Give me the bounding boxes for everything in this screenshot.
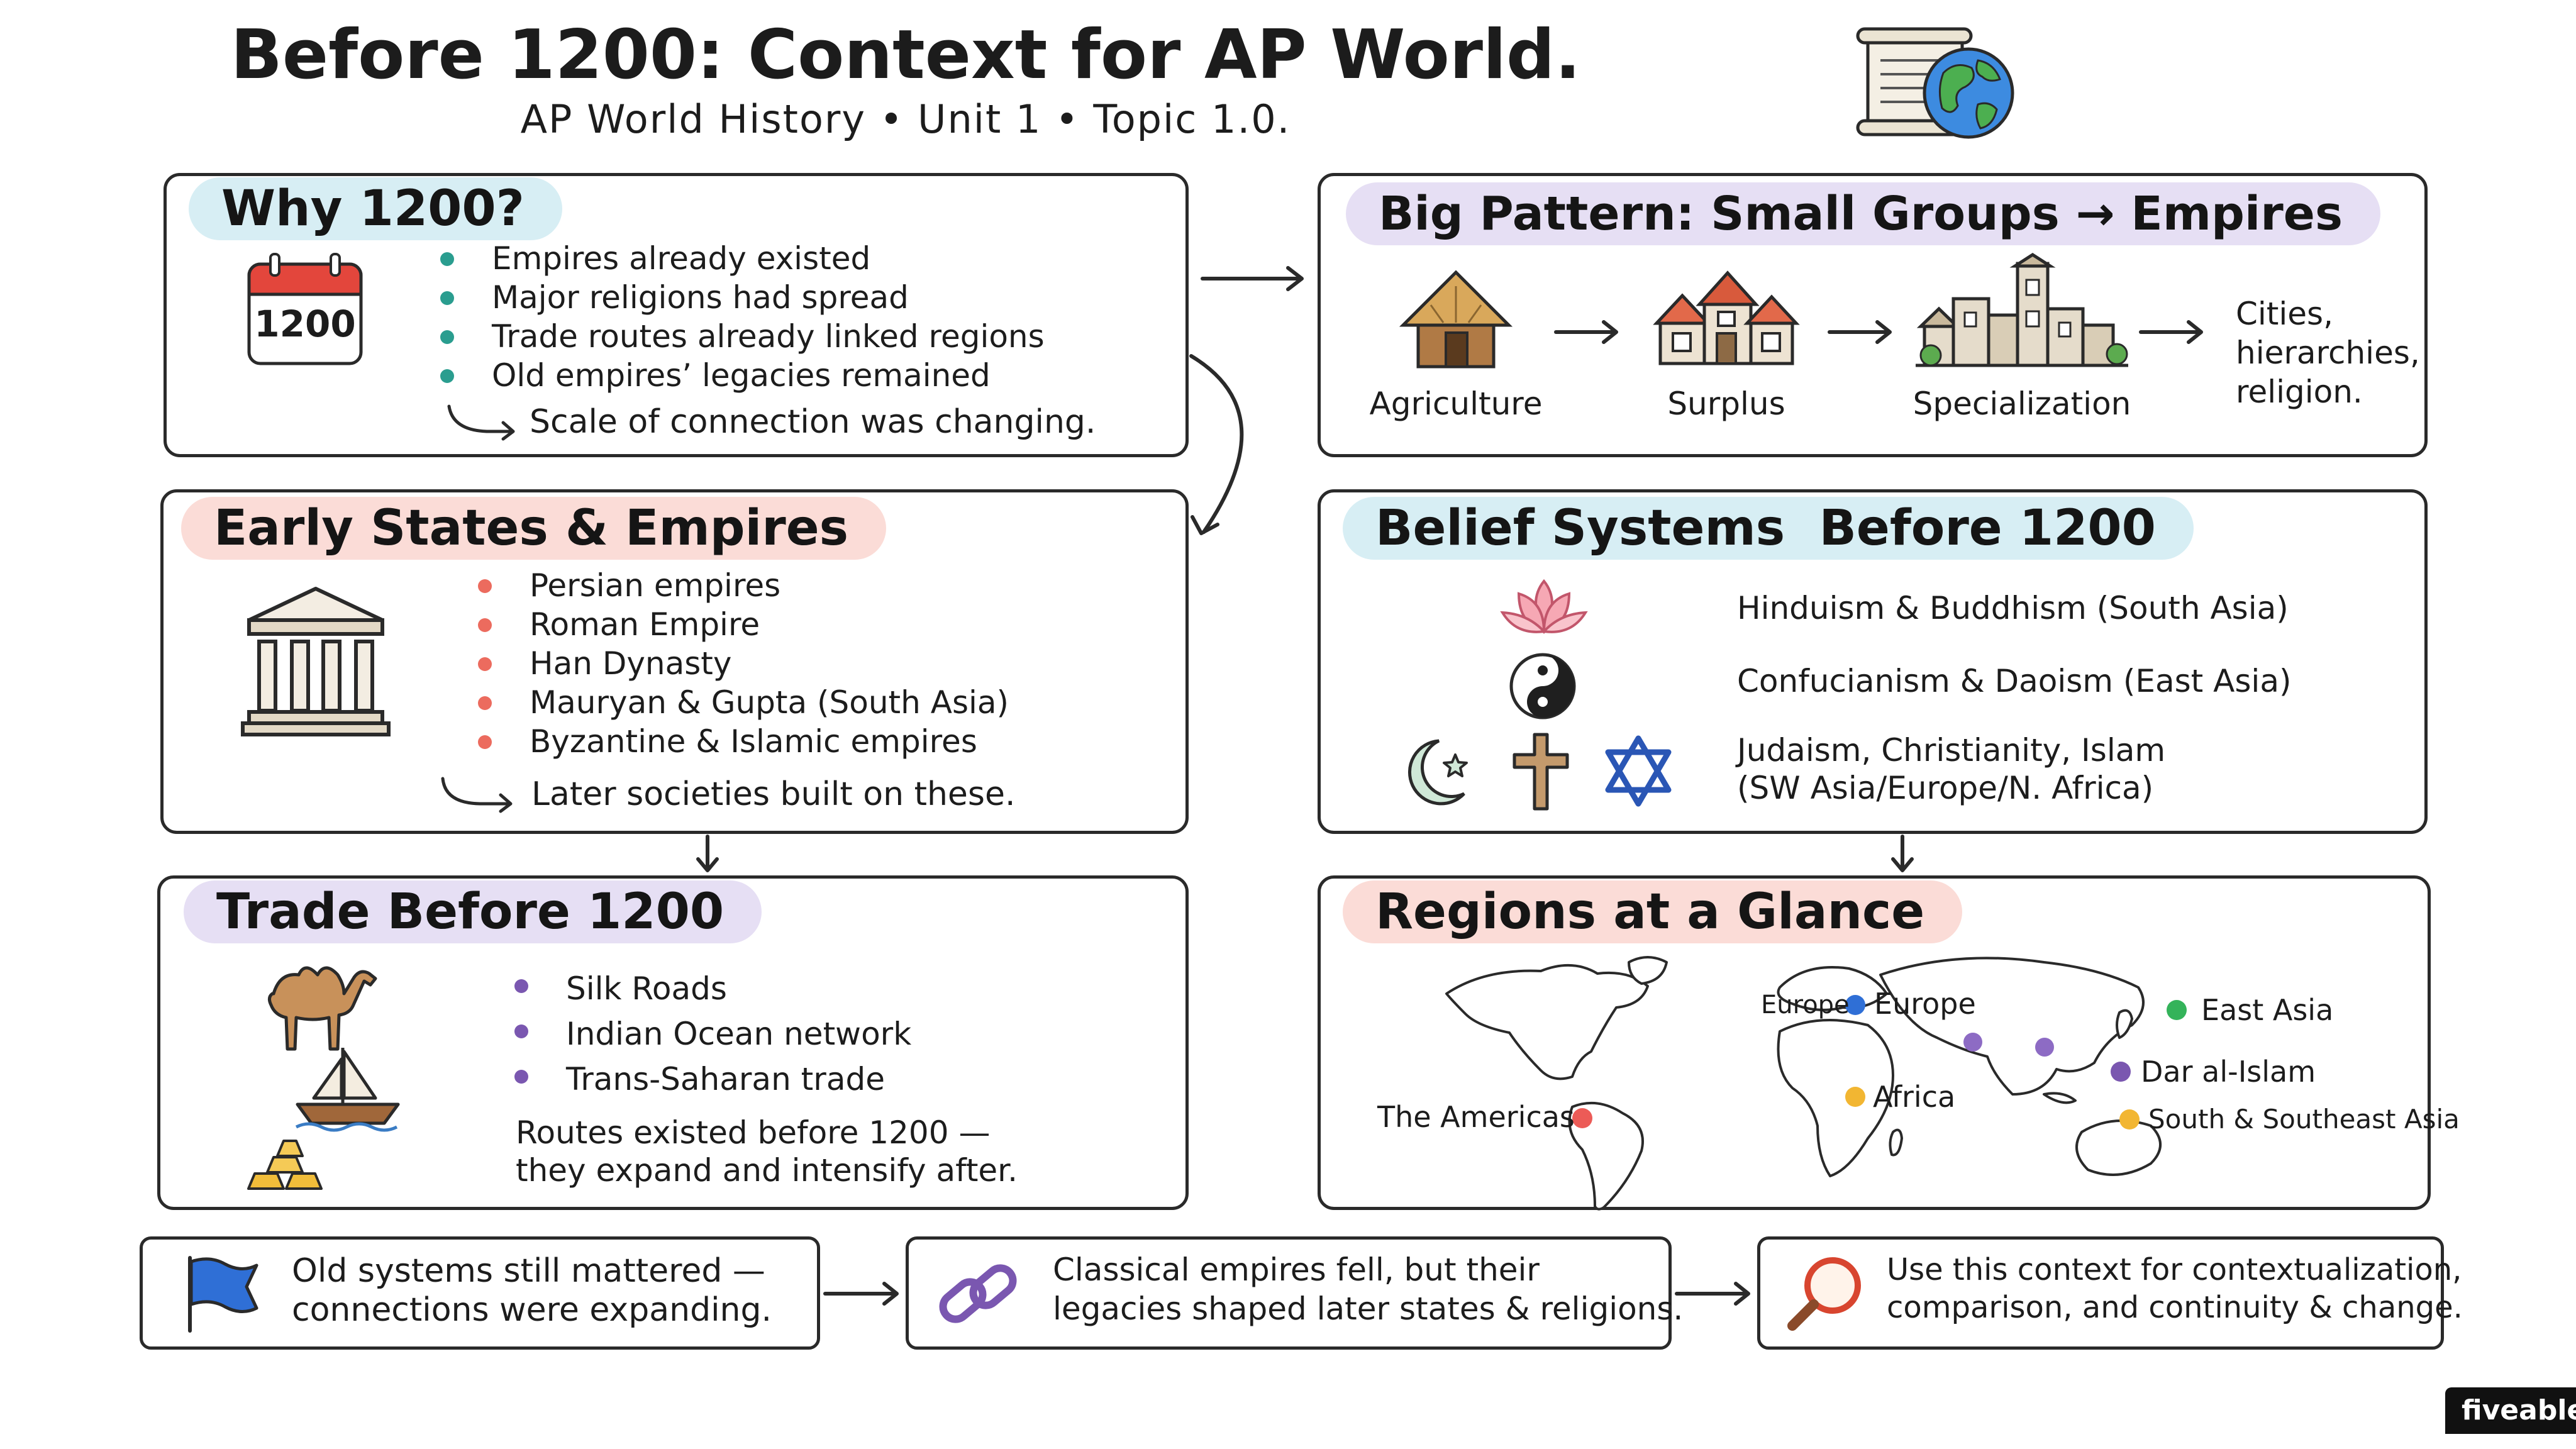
trade-note-line-1: Routes existed before 1200 — bbox=[516, 1114, 991, 1151]
list-item: Mauryan & Gupta (South Asia) bbox=[478, 683, 1009, 722]
page-title: Before 1200: Context for AP World. bbox=[230, 16, 1581, 94]
pattern-result-line-2: hierarchies, bbox=[2236, 335, 2420, 371]
footer-classical-line-1: Classical empires fell, but their bbox=[1053, 1252, 1540, 1288]
map-label-europe-a: Europe bbox=[1761, 991, 1850, 1019]
trade-note-line-2: they expand and intensify after. bbox=[516, 1152, 1018, 1189]
houses-icon bbox=[1653, 270, 1800, 365]
map-dot-mid-1 bbox=[1963, 1033, 1982, 1052]
belief-row-sw-asia: Judaism, Christianity, Islam bbox=[1737, 732, 2166, 769]
step-label-specialization: Specialization bbox=[1913, 386, 2131, 422]
footer-old-systems-line-1: Old systems still mattered — bbox=[292, 1252, 765, 1290]
list-item: Empires already existed bbox=[440, 239, 1045, 278]
chain-link-icon bbox=[939, 1264, 1017, 1323]
belief-row-south-asia: Hinduism & Buddhism (South Asia) bbox=[1737, 590, 2289, 626]
lotus-icon bbox=[1500, 579, 1588, 635]
right-arrow-icon bbox=[823, 1282, 899, 1306]
page-subtitle: AP World History • Unit 1 • Topic 1.0. bbox=[520, 96, 1291, 142]
map-dot-dar bbox=[2111, 1062, 2131, 1082]
map-dot-mid-2 bbox=[2035, 1038, 2054, 1057]
map-label-dar: Dar al-Islam bbox=[2141, 1055, 2316, 1089]
ship-icon bbox=[295, 1048, 400, 1132]
yin-yang-icon bbox=[1509, 653, 1576, 719]
footer-use-context-line-1: Use this context for contextualization, bbox=[1887, 1252, 2462, 1287]
footer-classical-line-2: legacies shaped later states & religions… bbox=[1053, 1291, 1684, 1327]
pattern-result-line-1: Cities, bbox=[2236, 296, 2334, 332]
list-item: Trans-Saharan trade bbox=[514, 1057, 911, 1102]
list-item: Roman Empire bbox=[478, 605, 1009, 644]
pattern-result-line-3: religion. bbox=[2236, 374, 2363, 410]
footer-old-systems-line-2: connections were expanding. bbox=[292, 1291, 772, 1329]
right-arrow-icon bbox=[1554, 320, 1618, 344]
map-dot-east-asia bbox=[2167, 1000, 2187, 1020]
scroll-globe-icon bbox=[1856, 27, 2014, 139]
map-label-africa: Africa bbox=[1873, 1080, 1956, 1114]
list-item: Major religions had spread bbox=[440, 278, 1045, 317]
footer-box-old-systems bbox=[140, 1236, 820, 1350]
why-1200-list: Empires already existed Major religions … bbox=[440, 239, 1045, 395]
footer-box-use-context bbox=[1757, 1236, 2444, 1350]
cross-icon bbox=[1513, 733, 1569, 811]
list-item: Han Dynasty bbox=[478, 644, 1009, 683]
crescent-star-icon bbox=[1407, 739, 1468, 806]
early-states-list: Persian empires Roman Empire Han Dynasty… bbox=[478, 566, 1009, 761]
curved-arrow-icon bbox=[447, 404, 515, 441]
map-dot-europe bbox=[1845, 995, 1865, 1015]
curved-down-arrow-icon bbox=[1189, 354, 1244, 535]
map-label-east-asia: East Asia bbox=[2201, 993, 2334, 1027]
down-arrow-icon bbox=[696, 835, 719, 872]
belief-systems-heading: Belief Systems Before 1200 bbox=[1343, 497, 2194, 560]
gold-bars-icon bbox=[247, 1140, 323, 1190]
down-arrow-icon bbox=[1891, 835, 1914, 872]
city-icon bbox=[1916, 253, 2128, 367]
belief-row-east-asia: Confucianism & Daoism (East Asia) bbox=[1737, 663, 2292, 699]
map-label-americas: The Americas bbox=[1377, 1100, 1575, 1134]
regions-heading: Regions at a Glance bbox=[1343, 880, 1963, 943]
flag-icon bbox=[188, 1256, 258, 1333]
right-arrow-icon bbox=[1201, 266, 1304, 291]
calendar-year-label: 1200 bbox=[254, 303, 356, 345]
list-item: Persian empires bbox=[478, 566, 1009, 605]
footer-use-context-line-2: comparison, and continuity & change. bbox=[1887, 1290, 2463, 1325]
trade-heading: Trade Before 1200 bbox=[184, 880, 762, 943]
calendar-icon bbox=[247, 253, 363, 365]
list-item: Old empires’ legacies remained bbox=[440, 356, 1045, 395]
star-of-david-icon bbox=[1605, 735, 1672, 807]
early-states-heading: Early States & Empires bbox=[181, 497, 887, 560]
footer-box-classical bbox=[906, 1236, 1672, 1350]
early-states-note: Later societies built on these. bbox=[531, 775, 1016, 813]
curved-arrow-icon bbox=[441, 777, 513, 813]
why-1200-heading: Why 1200? bbox=[189, 177, 562, 240]
big-pattern-heading: Big Pattern: Small Groups → Empires bbox=[1346, 182, 2381, 245]
map-label-south-asia: South & Southeast Asia bbox=[2148, 1104, 2460, 1135]
list-item: Byzantine & Islamic empires bbox=[478, 722, 1009, 761]
why-1200-note: Scale of connection was changing. bbox=[530, 403, 1096, 441]
list-item: Silk Roads bbox=[514, 966, 911, 1011]
map-dot-americas bbox=[1572, 1108, 1592, 1128]
map-dot-africa bbox=[1845, 1087, 1865, 1107]
list-item: Indian Ocean network bbox=[514, 1011, 911, 1057]
world-map bbox=[1445, 956, 2162, 1211]
step-label-surplus: Surplus bbox=[1667, 386, 1785, 422]
step-label-agriculture: Agriculture bbox=[1369, 386, 1543, 422]
list-item: Trade routes already linked regions bbox=[440, 317, 1045, 356]
camel-icon bbox=[267, 966, 377, 1051]
right-arrow-icon bbox=[1675, 1282, 1750, 1306]
belief-row-sw-asia-regions: (SW Asia/Europe/N. Africa) bbox=[1737, 770, 2154, 806]
trade-list: Silk Roads Indian Ocean network Trans-Sa… bbox=[514, 966, 911, 1102]
right-arrow-icon bbox=[2139, 320, 2203, 344]
map-dot-south-asia bbox=[2119, 1109, 2140, 1130]
right-arrow-icon bbox=[1828, 320, 1892, 344]
brand-badge: fiveable bbox=[2445, 1387, 2576, 1434]
belief-systems-card bbox=[1318, 489, 2428, 834]
magnifier-icon bbox=[1787, 1257, 1861, 1331]
temple-icon bbox=[241, 587, 391, 736]
map-label-europe-b: Europe bbox=[1874, 987, 1976, 1021]
hut-icon bbox=[1399, 270, 1513, 369]
